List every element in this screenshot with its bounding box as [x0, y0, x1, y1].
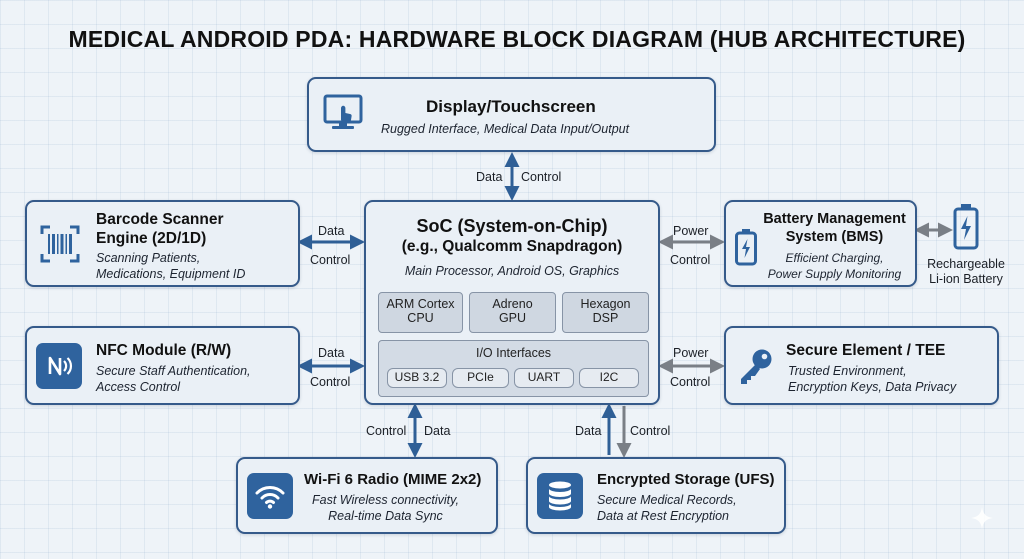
link-label: Control — [670, 375, 711, 389]
secure-element-block: Secure Element / TEE Trusted Environment… — [724, 326, 999, 405]
touchscreen-icon — [322, 93, 364, 131]
soc-block: SoC (System-on-Chip) (e.g., Qualcomm Sna… — [364, 200, 660, 405]
io-uart: UART — [514, 368, 574, 388]
block-description: Fast Wireless connectivity,Real-time Dat… — [312, 493, 459, 523]
link-label: Control — [670, 253, 711, 267]
page-title: MEDICAL ANDROID PDA: HARDWARE BLOCK DIAG… — [68, 26, 966, 52]
block-description: Rugged Interface, Medical Data Input/Out… — [381, 122, 630, 136]
link-label: Power — [673, 346, 709, 360]
wifi-icon — [247, 473, 293, 519]
battery-icon — [952, 203, 980, 251]
block-description: Secure Medical Records,Data at Rest Encr… — [597, 493, 737, 523]
link-label: Data — [424, 424, 451, 438]
block-name: Display/Touchscreen — [426, 97, 596, 116]
block-description: Secure Staff Authentication,Access Contr… — [96, 364, 251, 394]
io-title: I/O Interfaces — [475, 346, 552, 360]
link-label: Control — [366, 424, 407, 438]
nfc-module-block: NFC Module (R/W) Secure Staff Authentica… — [25, 326, 300, 405]
block-description: Efficient Charging,Power Supply Monitori… — [767, 251, 902, 281]
link-label: Data — [318, 346, 345, 360]
block-name: Secure Element / TEE — [786, 342, 946, 359]
link-label: Control — [310, 253, 351, 267]
soc-description: Main Processor, Android OS, Graphics — [404, 264, 620, 278]
soc-example: (e.g., Qualcomm Snapdragon) — [401, 238, 623, 255]
key-icon — [736, 346, 776, 386]
display-touchscreen-block: Display/Touchscreen Rugged Interface, Me… — [307, 77, 716, 152]
link-label: Control — [310, 375, 351, 389]
link-label: Power — [673, 224, 709, 238]
block-description: Trusted Environment,Encryption Keys, Dat… — [788, 364, 957, 394]
block-name: Wi-Fi 6 Radio (MIME 2x2) — [304, 471, 482, 488]
soc-name: SoC (System-on-Chip) — [416, 216, 608, 236]
link-label: Control — [630, 424, 671, 438]
link-label: Data — [318, 224, 345, 238]
database-icon — [537, 473, 583, 519]
barcode-icon — [39, 224, 81, 264]
encrypted-storage-block: Encrypted Storage (UFS) Secure Medical R… — [526, 457, 786, 534]
io-i2c: I2C — [579, 368, 639, 388]
io-interfaces-group: I/O Interfaces USB 3.2 PCIe UART I2C — [378, 340, 649, 397]
block-name: NFC Module (R/W) — [96, 342, 232, 359]
link-label: Data — [476, 170, 503, 184]
nfc-icon — [36, 343, 82, 389]
block-name: Encrypted Storage (UFS) — [597, 471, 775, 488]
io-usb: USB 3.2 — [387, 368, 447, 388]
link-label: Control — [521, 170, 562, 184]
sparkle-icon — [970, 506, 994, 530]
wifi-radio-block: Wi-Fi 6 Radio (MIME 2x2) Fast Wireless c… — [236, 457, 498, 534]
block-description: Scanning Patients,Medications, Equipment… — [96, 251, 246, 281]
battery-icon — [734, 228, 758, 266]
link-label: Data — [575, 424, 602, 438]
io-pcie: PCIe — [452, 368, 509, 388]
